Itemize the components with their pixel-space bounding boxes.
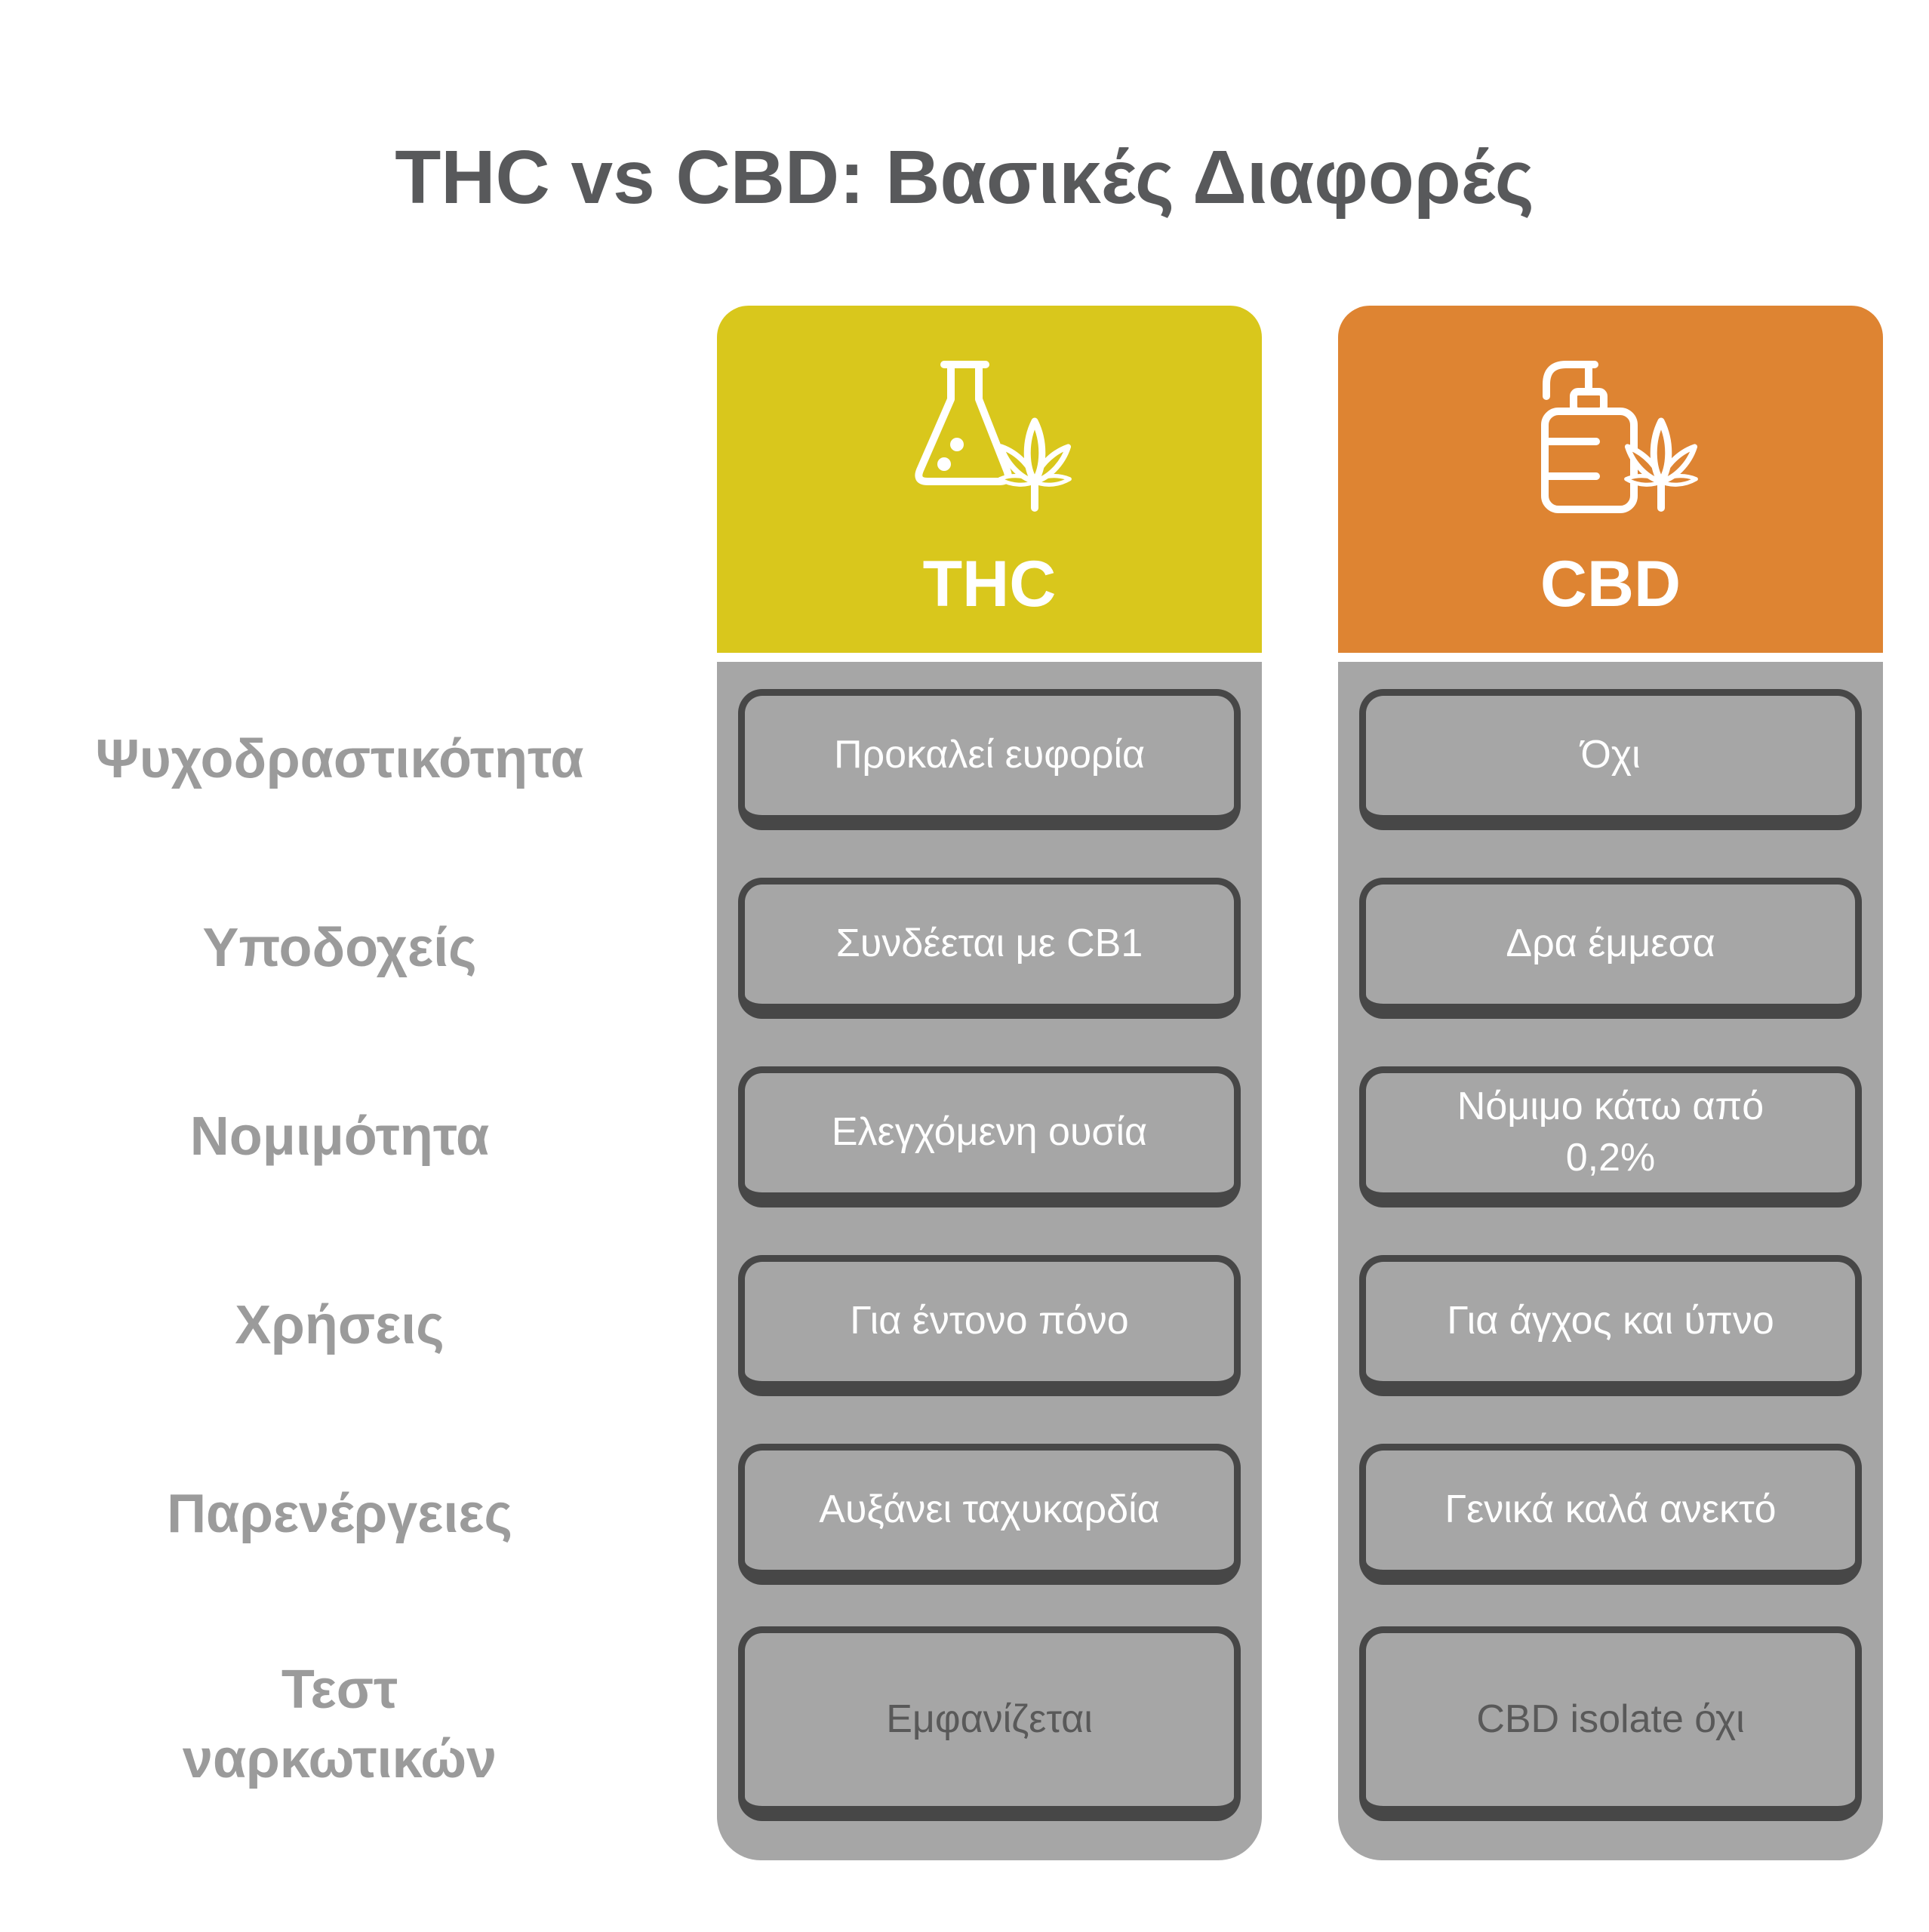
- thc-cell-uses: Για έντονο πόνο: [738, 1255, 1241, 1396]
- row-label-legality: Νομιμότητα: [189, 1106, 490, 1167]
- thc-cell-legality: Ελεγχόμενη ουσία: [738, 1066, 1241, 1208]
- thc-header: THC: [717, 306, 1262, 653]
- cbd-cell-psychoactivity: Όχι: [1359, 689, 1862, 830]
- thc-cell-side-effects: Αυξάνει ταχυκαρδία: [738, 1444, 1241, 1585]
- row-label-side-effects: Παρενέργειες: [167, 1483, 512, 1544]
- cbd-cell-receptors: Δρα έμμεσα: [1359, 878, 1862, 1019]
- page-title: THC vs CBD: Βασικές Διαφορές: [395, 135, 1534, 220]
- cbd-column-body: Όχι Δρα έμμεσα Νόμιμο κάτω από 0,2% Για …: [1338, 662, 1883, 1860]
- row-label-psychoactivity: Ψυχοδραστικότητα: [95, 728, 584, 789]
- cbd-cell-side-effects: Γενικά καλά ανεκτό: [1359, 1444, 1862, 1585]
- cbd-column: CBD Όχι Δρα έμμεσα Νόμιμο κάτω από 0,2% …: [1338, 306, 1883, 1860]
- thc-cell-receptors: Συνδέεται με CB1: [738, 878, 1241, 1019]
- thc-column: THC Προκαλεί ευφορία Συνδέεται με CB1 Ελ…: [717, 306, 1262, 1860]
- flask-leaf-icon: [915, 361, 1072, 512]
- row-label-drug-test: Τεστ ναρκωτικών: [182, 1659, 497, 1789]
- row-label-receptors: Υποδοχείς: [202, 917, 477, 978]
- cannabis-leaf-icon: [998, 417, 1072, 512]
- cbd-cell-drug-test: CBD isolate όχι: [1359, 1626, 1862, 1821]
- thc-column-body: Προκαλεί ευφορία Συνδέεται με CB1 Ελεγχό…: [717, 662, 1262, 1860]
- cannabis-leaf-icon: [1624, 417, 1698, 512]
- thc-column-title: THC: [922, 548, 1057, 620]
- pump-bottle-leaf-icon: [1541, 361, 1698, 513]
- cbd-cell-legality: Νόμιμο κάτω από 0,2%: [1359, 1066, 1862, 1208]
- cbd-cell-uses: Για άγχος και ύπνο: [1359, 1255, 1862, 1396]
- thc-cell-psychoactivity: Προκαλεί ευφορία: [738, 689, 1241, 830]
- row-label-uses: Χρήσεις: [235, 1294, 445, 1355]
- thc-cell-drug-test: Εμφανίζεται: [738, 1626, 1241, 1821]
- cbd-header: CBD: [1338, 306, 1883, 653]
- cbd-column-title: CBD: [1540, 548, 1681, 620]
